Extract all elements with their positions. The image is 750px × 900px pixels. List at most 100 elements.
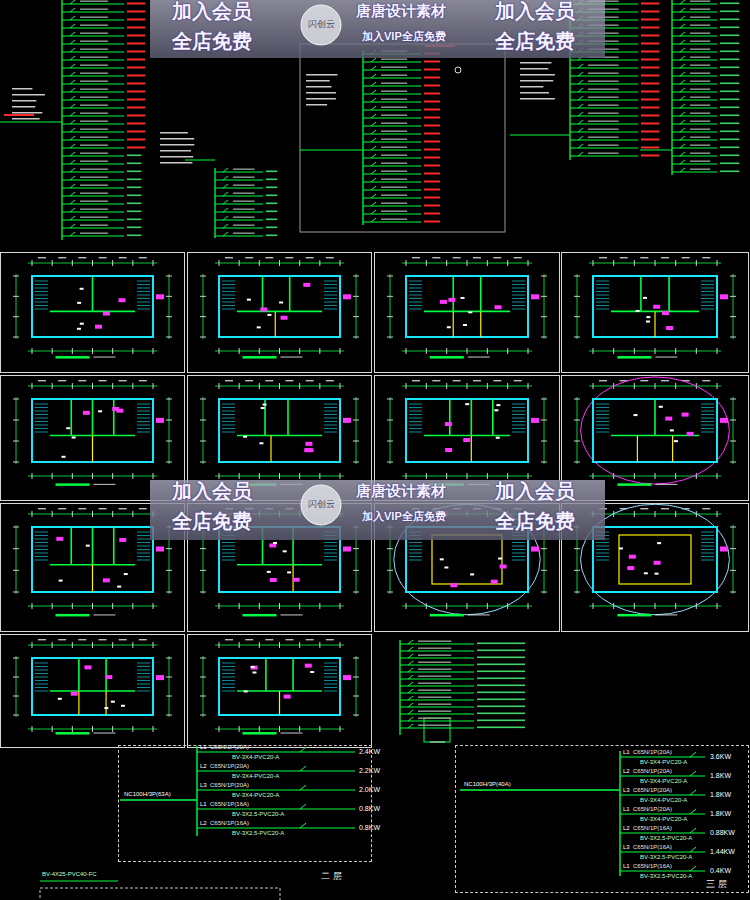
fixture-mark	[496, 404, 500, 406]
dimension-tick	[541, 592, 547, 593]
caption-line	[281, 614, 303, 615]
dimension-line	[16, 397, 17, 464]
dome-outline	[581, 377, 730, 484]
branch-line	[215, 212, 263, 213]
dimension-tick	[166, 337, 172, 338]
dimension-tick	[387, 420, 393, 421]
breaker-symbol	[70, 8, 75, 12]
stair-tread	[701, 295, 714, 296]
stair-tread	[512, 281, 525, 282]
tiny-red-mark	[641, 35, 659, 37]
tiny-text-mark	[661, 380, 669, 381]
equipment-mark	[440, 300, 447, 304]
dimension-tick	[52, 603, 53, 609]
dimension-tick	[153, 642, 154, 648]
breaker-symbol	[408, 647, 413, 651]
tiny-text-mark	[233, 185, 255, 186]
tiny-text-mark	[127, 203, 141, 205]
fixture-mark	[496, 437, 500, 439]
fixture-mark	[440, 558, 444, 560]
circuit-label: BV-3X2.5-PVC20-A	[232, 811, 284, 817]
branch-line	[672, 148, 717, 149]
fixture-mark	[124, 573, 128, 575]
stair-tread	[596, 432, 609, 433]
branch-line	[62, 132, 124, 133]
stair-tread	[35, 663, 48, 664]
dimension-tick	[32, 642, 33, 648]
tiny-text-mark	[520, 68, 548, 70]
circuit-label: L1	[623, 749, 630, 755]
tiny-text-mark	[160, 150, 191, 152]
dimension-tick	[446, 348, 447, 354]
floor-plan-panel	[562, 253, 749, 373]
tiny-text-mark	[12, 100, 36, 102]
branch-line	[620, 775, 705, 776]
stair-tread	[512, 284, 525, 285]
stair-tread	[596, 281, 609, 282]
fixture-mark	[259, 442, 263, 444]
circuit-label: BV-3X2.5-PVC20-A	[640, 873, 692, 879]
tiny-text-mark	[80, 137, 108, 138]
breaker-symbol	[223, 184, 228, 188]
equipment-mark	[653, 305, 660, 309]
dimension-tick	[153, 383, 154, 389]
stair-tread	[512, 288, 525, 289]
load-value: 0.8KW	[359, 824, 380, 831]
tiny-red-mark	[424, 93, 440, 95]
equipment-mark	[156, 294, 164, 299]
tiny-text-mark	[702, 380, 710, 381]
stair-tread	[324, 542, 337, 543]
tiny-text-mark	[266, 203, 277, 205]
dimension-tick	[730, 548, 736, 549]
caption-line	[655, 484, 677, 485]
logo-circle	[301, 5, 341, 45]
branch-line	[62, 20, 124, 21]
equipment-mark	[71, 692, 78, 696]
branch-line	[672, 164, 717, 165]
dimension-tick	[200, 696, 206, 697]
stair-tread	[35, 418, 48, 419]
breaker-symbol	[371, 162, 376, 166]
dimension-tick	[166, 570, 172, 571]
stair-tread	[35, 411, 48, 412]
breaker-symbol	[371, 154, 376, 158]
stair-tread	[35, 295, 48, 296]
tiny-text-mark	[690, 153, 710, 154]
wall-line	[262, 276, 264, 311]
dimension-tick	[72, 260, 73, 266]
stair-tread	[324, 666, 337, 667]
tiny-text-mark	[127, 195, 141, 197]
stair-tread	[35, 549, 48, 550]
fixture-mark	[674, 440, 678, 442]
breaker-symbol	[680, 112, 685, 116]
fixture-mark	[670, 429, 674, 431]
caption-bar	[617, 356, 651, 359]
tiny-text-mark	[119, 257, 127, 258]
tiny-text-mark	[58, 639, 66, 640]
load-value: 0.8KW	[359, 805, 380, 812]
fixture-mark	[77, 302, 81, 304]
tiny-text-mark	[720, 139, 739, 141]
breaker-symbol	[680, 40, 685, 44]
wall-line	[70, 527, 72, 565]
branch-line	[197, 827, 355, 828]
equipment-mark	[343, 675, 351, 680]
circuit-label: L1	[623, 806, 630, 812]
tiny-red-mark	[424, 61, 440, 63]
dimension-tick	[200, 570, 206, 571]
breaker-symbol	[680, 32, 685, 36]
branch-line	[672, 44, 717, 45]
tiny-text-mark	[588, 145, 619, 146]
tiny-text-mark	[381, 131, 407, 132]
wall-line	[237, 435, 322, 437]
equipment-mark	[627, 566, 634, 570]
dimension-tick	[72, 726, 73, 732]
fixture-mark	[447, 326, 451, 328]
branch-line	[400, 658, 474, 659]
circuit-label: BV-3X4-PVC20-A	[232, 792, 279, 798]
breaker-symbol	[408, 654, 413, 658]
dimension-tick	[353, 570, 359, 571]
tiny-red-mark	[424, 157, 440, 159]
dimension-tick	[353, 399, 359, 400]
equipment-mark	[112, 407, 119, 411]
